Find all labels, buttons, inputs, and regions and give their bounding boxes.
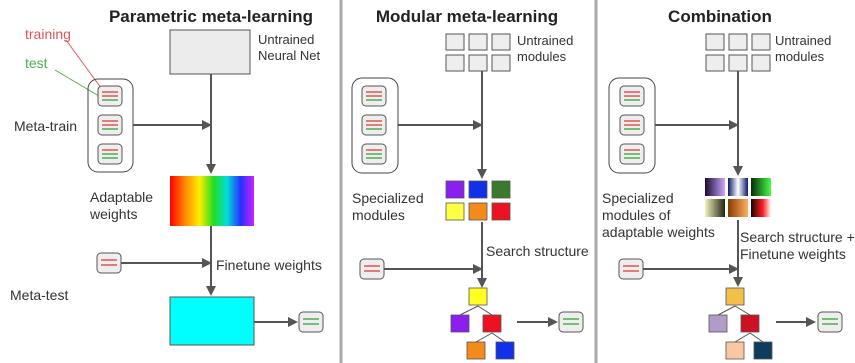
legend-training-label: training [25, 26, 71, 42]
untrained-neural-net-box [169, 29, 251, 75]
test-dataset-icon [618, 258, 644, 280]
dataset-icon [97, 85, 123, 107]
specialized-modules-grid [445, 180, 511, 221]
tree-node [468, 287, 488, 306]
output-dataset-icon [558, 311, 584, 333]
adaptable-label-line2: weights [89, 206, 137, 222]
finetuned-net-box [169, 296, 255, 346]
untrained-modules-grid-3 [705, 33, 771, 72]
tree-node [482, 314, 502, 333]
specialized-module [445, 202, 465, 221]
dataset-icon [619, 85, 645, 107]
specialized-modules-line2: modules [352, 207, 405, 223]
meta-test-label: Meta-test [10, 287, 68, 303]
legend-test-pointer [54, 69, 105, 100]
test-dataset-icon [96, 252, 122, 274]
tree-node [466, 341, 486, 360]
combo-untrained-line1: Untrained [775, 33, 831, 48]
combo-untrained-line2: modules [775, 49, 825, 64]
output-dataset-icon [817, 311, 843, 333]
panel-title-parametric: Parametric meta-learning [109, 7, 313, 26]
specialized-module [491, 202, 511, 221]
output-dataset-icon [298, 311, 324, 333]
panel-title-combination: Combination [668, 7, 772, 26]
untrained-modules-line2: modules [517, 49, 567, 64]
specialized-module [491, 180, 511, 199]
dataset-icon [619, 143, 645, 165]
dataset-icon [361, 85, 387, 107]
legend-training-pointer [65, 39, 105, 93]
meta-train-label: Meta-train [14, 118, 77, 134]
tree-node [740, 314, 760, 333]
tree-node [725, 287, 745, 306]
specialized-module [468, 180, 488, 199]
specialized-module [468, 202, 488, 221]
untrained-nn-label-line2: Neural Net [258, 48, 321, 63]
module-tree [450, 287, 515, 360]
adaptable-modules-grid [705, 178, 771, 217]
finetune-label: Finetune weights [216, 257, 322, 273]
specialized-modules-line1: Specialized [352, 190, 424, 206]
dataset-icon [97, 143, 123, 165]
dataset-icon [97, 114, 123, 136]
tree-node [753, 341, 773, 360]
specialized-module [445, 180, 465, 199]
untrained-modules-grid [445, 33, 511, 72]
combo-specialized-line2: modules of [602, 207, 671, 223]
legend-test-label: test [25, 55, 48, 71]
tree-node [725, 341, 745, 360]
combo-specialized-line1: Specialized [602, 190, 674, 206]
adaptable-label-line1: Adaptable [90, 189, 153, 205]
tree-node [450, 314, 470, 333]
dataset-icon [619, 114, 645, 136]
untrained-nn-label-line1: Untrained [258, 32, 314, 47]
tree-node [495, 341, 515, 360]
test-dataset-icon [359, 258, 385, 280]
adaptable-weights-gradient [170, 176, 254, 226]
combined-module-tree [708, 287, 773, 360]
combo-search-line2: Finetune weights [740, 246, 846, 262]
search-structure-label: Search structure [486, 243, 589, 259]
tree-node [708, 314, 728, 333]
dataset-icon [361, 114, 387, 136]
combo-search-line1: Search structure + [740, 229, 855, 245]
untrained-modules-line1: Untrained [517, 33, 573, 48]
panel-title-modular: Modular meta-learning [376, 7, 558, 26]
dataset-icon [361, 143, 387, 165]
combo-specialized-line3: adaptable weights [602, 224, 715, 240]
